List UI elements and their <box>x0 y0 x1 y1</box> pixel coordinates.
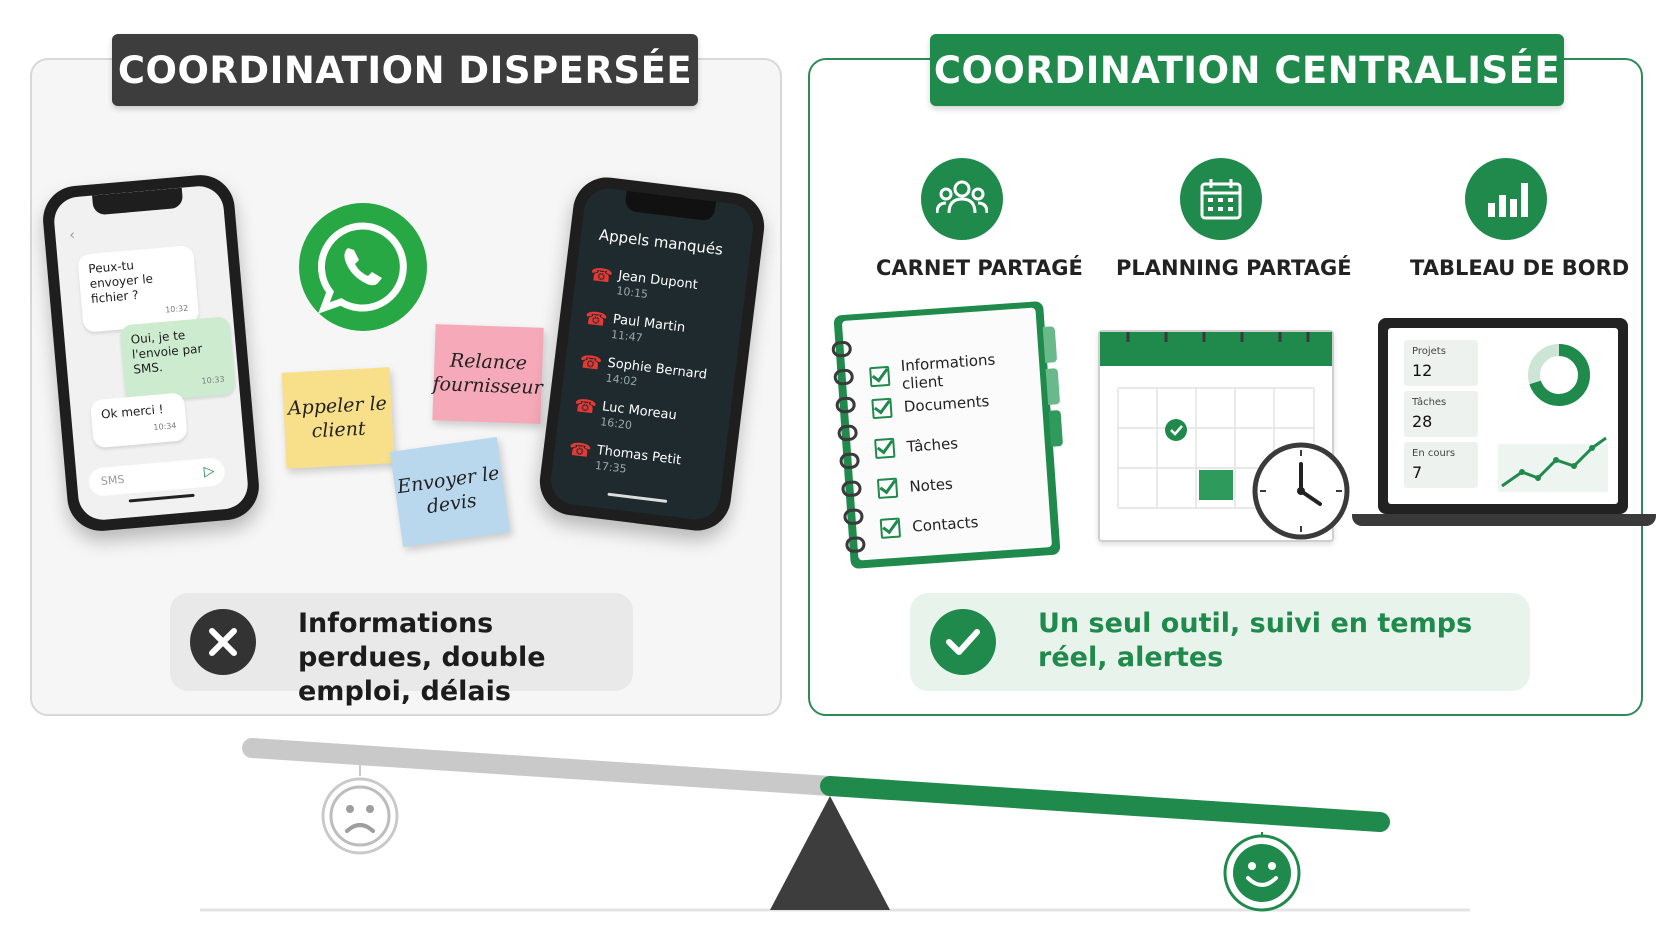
balance-scale <box>200 738 1470 912</box>
calendar-icon <box>1180 158 1262 240</box>
feature-label-tableau: TABLEAU DE BORD <box>1410 256 1630 280</box>
checklist-item[interactable]: Contacts <box>879 512 979 539</box>
laptop-base <box>1352 514 1656 526</box>
notebook-tab <box>1045 368 1061 405</box>
back-chevron-icon[interactable]: ‹ <box>68 227 76 244</box>
phone-missed-icon: ☎ <box>567 438 593 463</box>
checkbox-checked-icon[interactable] <box>871 397 893 420</box>
summary-centralized: Un seul outil, suivi en temps réel, aler… <box>910 593 1530 691</box>
calls-title: Appels manqués <box>598 225 724 259</box>
cross-icon <box>190 609 256 675</box>
shared-notebook: Informations client Documents Tâches Not… <box>831 300 1064 570</box>
feature-label-planning: PLANNING PARTAGÉ <box>1116 256 1352 280</box>
clock-icon <box>1252 442 1350 540</box>
checkbox-checked-icon[interactable] <box>874 437 896 460</box>
send-icon[interactable]: ▷ <box>203 462 216 480</box>
chat-message: Oui, je te l'envoie par SMS.10:33 <box>119 316 236 404</box>
notebook-page: Informations client Documents Tâches Not… <box>831 307 1053 561</box>
sms-placeholder: SMS <box>100 472 125 488</box>
home-indicator <box>128 493 195 503</box>
banner-centralized: COORDINATION CENTRALISÉE <box>930 34 1564 106</box>
summary-dispersed: Informations perdues, double emploi, dél… <box>170 593 633 707</box>
checklist-item[interactable]: Documents <box>871 391 990 420</box>
calendar-header <box>1100 332 1332 366</box>
chat-phone: ‹ Peux-tu envoyer le fichier ?10:32 Oui,… <box>40 172 262 534</box>
sticky-note-appeler: Appeler le client <box>281 367 395 469</box>
happy-face-icon <box>1222 833 1302 913</box>
checkbox-checked-icon[interactable] <box>876 477 899 499</box>
home-indicator <box>607 492 668 503</box>
checklist-item[interactable]: Tâches <box>874 433 959 460</box>
checkbox-checked-icon[interactable] <box>869 365 891 388</box>
summary-text: Un seul outil, suivi en temps réel, aler… <box>1038 608 1473 673</box>
phone-missed-icon: ☎ <box>572 394 598 419</box>
chat-message: Ok merci !10:34 <box>89 392 188 449</box>
checkbox-checked-icon[interactable] <box>879 517 902 539</box>
banner-dispersed: COORDINATION DISPERSÉE <box>112 34 698 106</box>
notebook-tab <box>1048 410 1064 447</box>
phone-missed-icon: ☎ <box>578 351 604 375</box>
notebook-tab <box>1042 326 1058 363</box>
whatsapp-logo-icon <box>298 202 428 332</box>
feature-label-carnet: CARNET PARTAGÉ <box>876 256 1083 280</box>
users-icon <box>921 158 1003 240</box>
sad-face-icon <box>320 776 400 856</box>
phone-missed-icon: ☎ <box>588 263 614 288</box>
summary-text: Informations perdues, double emploi, dél… <box>298 608 546 707</box>
line-chart-icon <box>1498 436 1608 492</box>
sticky-note-devis: Envoyer le devis <box>389 436 511 548</box>
bar-chart-icon <box>1465 158 1547 240</box>
checklist-item[interactable]: Notes <box>876 474 954 499</box>
sms-input[interactable]: SMS ▷ <box>87 457 226 497</box>
check-icon <box>930 609 996 675</box>
donut-chart-icon <box>1528 344 1590 406</box>
checklist-item[interactable]: Informations client <box>869 347 1041 395</box>
phone-missed-icon: ☎ <box>583 307 609 332</box>
sticky-note-relance: Relance fournisseur <box>432 324 544 424</box>
